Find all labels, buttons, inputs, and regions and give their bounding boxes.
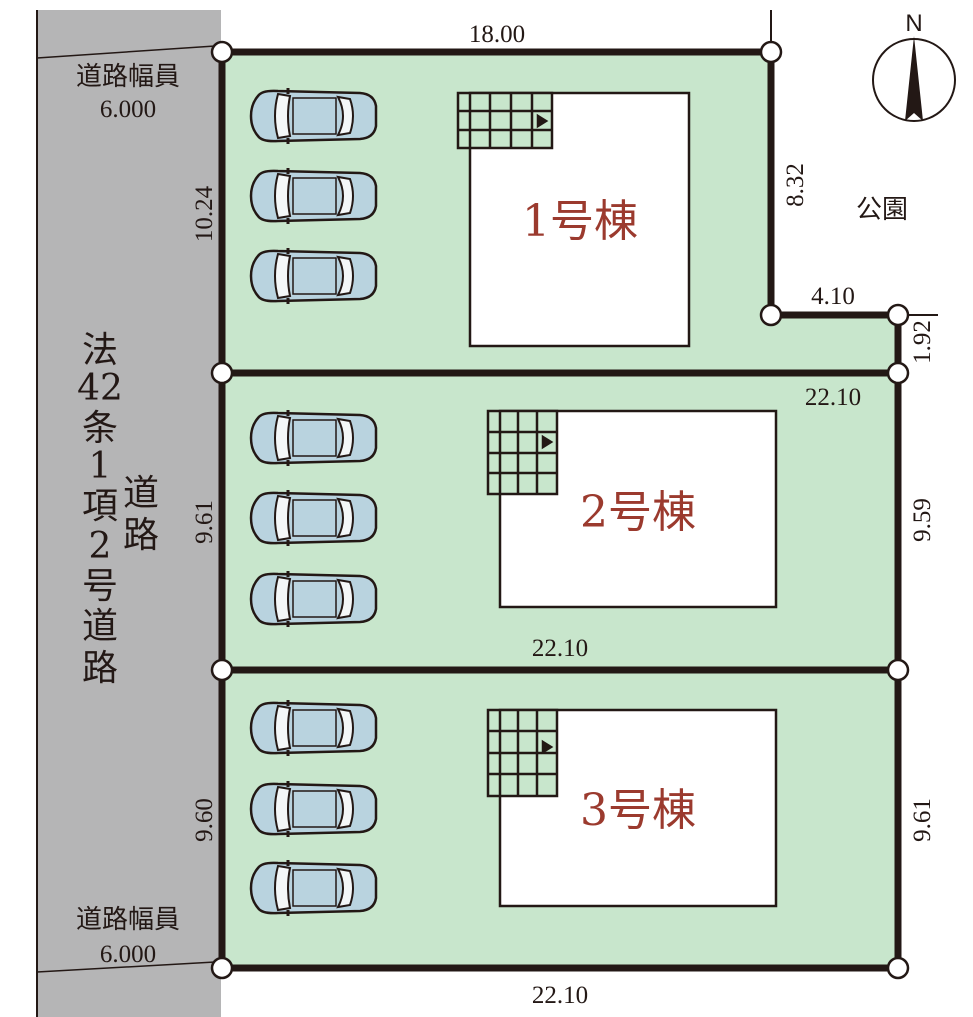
car-icon (249, 860, 378, 916)
svg-text:1: 1 (89, 446, 112, 487)
dim-lot2-bottom: 22.10 (532, 635, 588, 662)
stairs (456, 91, 554, 150)
boundary-marker (886, 956, 910, 980)
dim-notch-width: 4.10 (811, 283, 855, 310)
boundary-marker (886, 658, 910, 682)
road (37, 10, 221, 1017)
svg-text:路: 路 (123, 515, 159, 556)
car-icon (249, 490, 378, 546)
boundary-marker (210, 956, 234, 980)
svg-text:項: 項 (82, 486, 118, 527)
svg-text:道: 道 (123, 473, 159, 514)
road-width-label: 道路幅員 (76, 62, 180, 92)
car-icon (249, 571, 378, 627)
stairs (486, 708, 559, 798)
building-label: 2号棟 (580, 487, 696, 538)
boundary-marker (210, 361, 234, 385)
dim-lot3-bottom: 22.10 (532, 982, 588, 1009)
road-width-label: 道路幅員 (76, 905, 180, 935)
svg-text:42: 42 (77, 368, 123, 409)
dim-lot2-right: 9.59 (909, 498, 936, 542)
car-icon (249, 700, 378, 756)
car-icon (249, 410, 378, 466)
road-width-value: 6.000 (100, 96, 156, 123)
dim-lot1-left: 10.24 (191, 185, 218, 242)
boundary-marker (886, 303, 910, 327)
boundary-marker (759, 303, 783, 327)
boundary-marker (886, 361, 910, 385)
building-1: 1号棟 (456, 91, 691, 348)
road-type-label: 法 42 条 1 項 2 号 道 路 道 路 (77, 330, 159, 689)
building-label: 3号棟 (580, 785, 696, 836)
svg-text:N: N (905, 10, 922, 37)
car-icon (249, 781, 378, 837)
svg-text:2: 2 (89, 526, 112, 567)
dim-top: 18.00 (469, 21, 525, 48)
car-icon (249, 168, 378, 224)
north-arrow-icon: N (872, 10, 956, 122)
dim-lot3-left: 9.60 (191, 798, 218, 842)
parking (249, 88, 378, 916)
svg-text:道: 道 (82, 606, 118, 647)
dim-lot2-left: 9.61 (191, 500, 218, 544)
svg-text:条: 条 (82, 408, 118, 449)
svg-text:号: 号 (82, 566, 118, 607)
stairs (486, 409, 559, 496)
road-width-value: 6.000 (100, 941, 156, 968)
dim-lot1-bottom: 22.10 (805, 384, 861, 411)
boundary-markers (210, 40, 910, 980)
road-width-leader-top (36, 45, 216, 59)
building-label: 1号棟 (522, 196, 638, 247)
road-width-leader-bottom (36, 961, 216, 973)
svg-text:路: 路 (82, 648, 118, 689)
boundary-marker (210, 658, 234, 682)
car-icon (249, 248, 378, 304)
boundary-marker (759, 40, 783, 64)
dim-lot1-right: 8.32 (782, 163, 809, 207)
building-3: 3号棟 (486, 708, 778, 908)
dim-notch-height: 1.92 (909, 320, 936, 364)
svg-text:法: 法 (82, 330, 118, 371)
dim-lot3-right: 9.61 (909, 798, 936, 842)
boundary-marker (210, 40, 234, 64)
park-label: 公園 (856, 195, 908, 225)
car-icon (249, 88, 378, 144)
building-2: 2号棟 (486, 409, 778, 609)
